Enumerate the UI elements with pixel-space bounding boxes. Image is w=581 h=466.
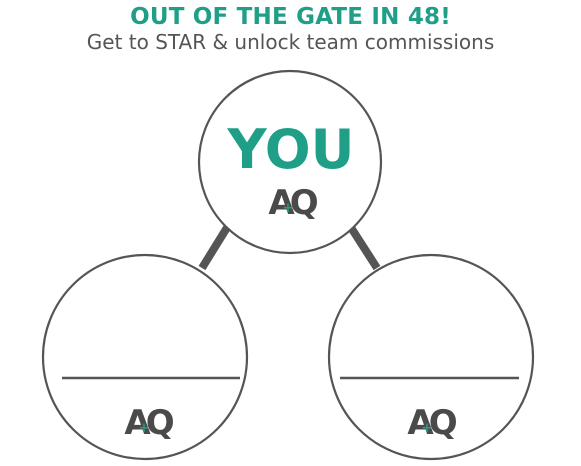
page-heading: OUT OF THE GATE IN 48! [130,4,451,30]
aq-logo-icon: AQ + [268,183,322,223]
page-subheading: Get to STAR & unlock team commissions [86,30,495,54]
node-you-label: YOU [227,118,355,181]
connector-right [346,223,381,271]
svg-text:+: + [422,421,433,436]
connector-left [198,223,232,271]
node-you: YOU AQ + [197,69,383,255]
aq-logo-icon: AQ + [124,403,178,443]
child-node-left: AQ + [41,253,249,461]
svg-text:+: + [139,421,150,436]
aq-logo-icon: AQ + [407,403,461,443]
child-node-right: AQ + [327,253,535,461]
svg-text:+: + [283,201,294,216]
